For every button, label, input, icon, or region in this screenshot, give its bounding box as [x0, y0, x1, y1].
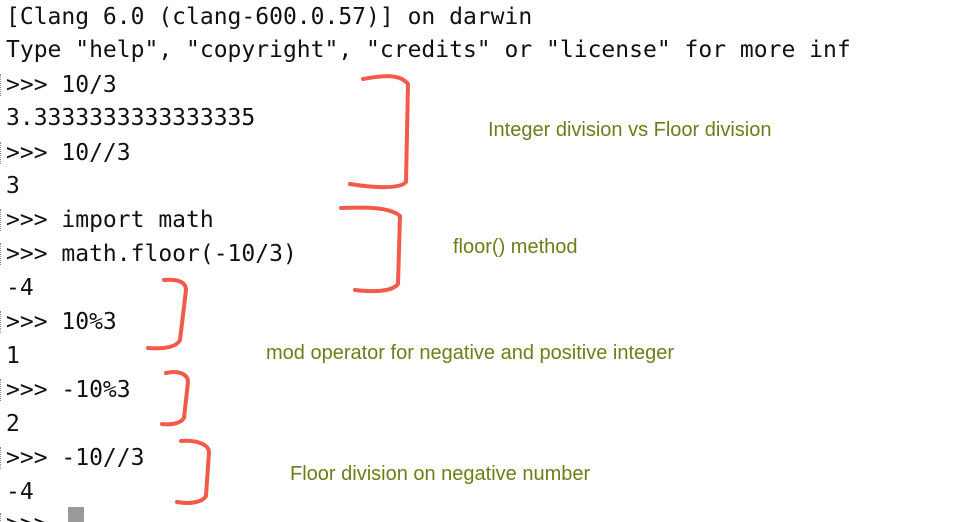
terminal-line-output: 3 — [6, 173, 20, 199]
prompt-marker — [0, 379, 5, 401]
terminal-line-input: >>> math.floor(-10/3) — [6, 241, 297, 267]
prompt-marker — [0, 447, 5, 469]
terminal-line-banner: [Clang 6.0 (clang-600.0.57)] on darwin — [6, 4, 533, 30]
prompt-marker — [0, 74, 5, 96]
terminal-line-output: -4 — [6, 275, 34, 301]
prompt-marker — [0, 243, 5, 265]
terminal-line-output: 1 — [6, 343, 20, 369]
annotation-mod-operator: mod operator for negative and positive i… — [266, 342, 675, 364]
terminal-line-input: >>> import math — [6, 207, 214, 233]
terminal-line-input: >>> -10//3 — [6, 445, 145, 471]
prompt-marker — [0, 209, 5, 231]
terminal-line-output: 2 — [6, 411, 20, 437]
text-cursor — [68, 507, 84, 522]
prompt-marker — [0, 142, 5, 164]
terminal-line-input: >>> 10%3 — [6, 309, 117, 335]
prompt-marker — [0, 513, 5, 522]
terminal-line-input: >>> 10/3 — [6, 72, 117, 98]
terminal-prompt[interactable]: >>> — [6, 507, 48, 522]
terminal-line-output: 3.3333333333333335 — [6, 105, 256, 131]
terminal-line-input: >>> -10%3 — [6, 377, 131, 403]
annotation-floor-negative: Floor division on negative number — [290, 463, 591, 485]
terminal-line-input: >>> 10//3 — [6, 140, 131, 166]
terminal-line-help: Type "help", "copyright", "credits" or "… — [6, 37, 851, 63]
prompt-marker — [0, 311, 5, 333]
annotation-floor-method: floor() method — [453, 236, 578, 258]
terminal-line-output: -4 — [6, 479, 34, 505]
annotation-integer-vs-floor: Integer division vs Floor division — [488, 119, 772, 141]
